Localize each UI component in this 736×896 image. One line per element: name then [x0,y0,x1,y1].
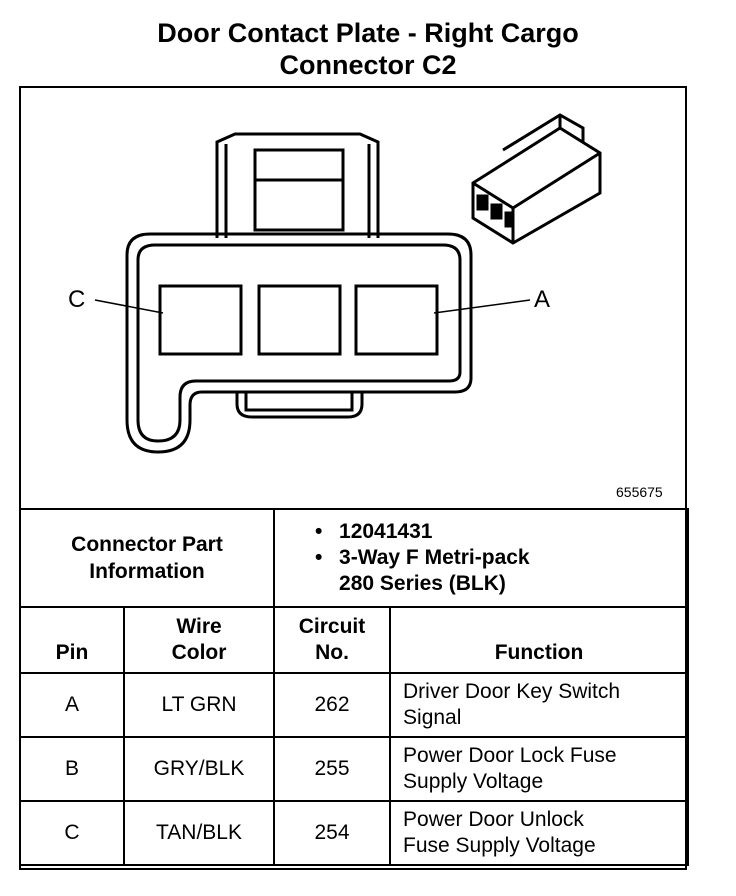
pin-label-c: C [68,286,86,313]
leader-line-c [94,299,164,314]
connector-iso-icon [471,113,602,245]
connector-drawing [94,113,602,454]
page-subtitle: Connector C2 [279,50,457,80]
function-cell: Driver Door Key Switch Signal [389,672,690,738]
wire-color-cell: LT GRN [122,672,276,738]
part-number: 12041431 [313,519,687,545]
table-row: A LT GRN 262 Driver Door Key Switch Sign… [19,672,690,738]
function-cell: Power Door Lock Fuse Supply Voltage [389,736,690,802]
circuit-cell: 262 [273,672,392,738]
circuit-cell: 254 [273,800,392,866]
part-type: 3-Way F Metri-pack [313,545,687,571]
page-title: Door Contact Plate - Right Cargo [157,18,579,48]
leader-line-a [433,299,531,314]
connector-body [125,232,473,454]
header-function: Function [389,606,690,674]
part-info-label: Connector Part Information [18,508,276,608]
cavity-c [158,284,243,356]
figure-number: 655675 [616,484,663,500]
wire-color-cell: TAN/BLK [122,800,276,866]
cavity-a [354,284,439,356]
pin-cell: B [19,736,125,802]
circuit-cell: 255 [273,736,392,802]
wire-color-cell: GRY/BLK [122,736,276,802]
function-cell: Power Door Unlock Fuse Supply Voltage [389,800,690,866]
diagram-frame [19,86,687,870]
connector-info-table: Connector Part Information 12041431 3-Wa… [18,508,690,866]
table-header-row: Pin Wire Color Circuit No. Function [19,606,690,674]
cavity-b [257,284,342,356]
part-info-values: 12041431 3-Way F Metri-pack 280 Series (… [273,508,690,608]
table-row: B GRY/BLK 255 Power Door Lock Fuse Suppl… [19,736,690,802]
table-row: C TAN/BLK 254 Power Door Unlock Fuse Sup… [19,800,690,866]
pin-cell: C [19,800,125,866]
part-series: 280 Series (BLK) [339,572,506,595]
header-circuit: Circuit No. [273,606,392,674]
part-info-row: Connector Part Information 12041431 3-Wa… [18,508,690,608]
connector-latch-tab [215,132,380,238]
header-wire-color: Wire Color [122,606,276,674]
header-pin: Pin [19,606,125,674]
pin-label-a: A [534,286,551,313]
pin-cell: A [19,672,125,738]
